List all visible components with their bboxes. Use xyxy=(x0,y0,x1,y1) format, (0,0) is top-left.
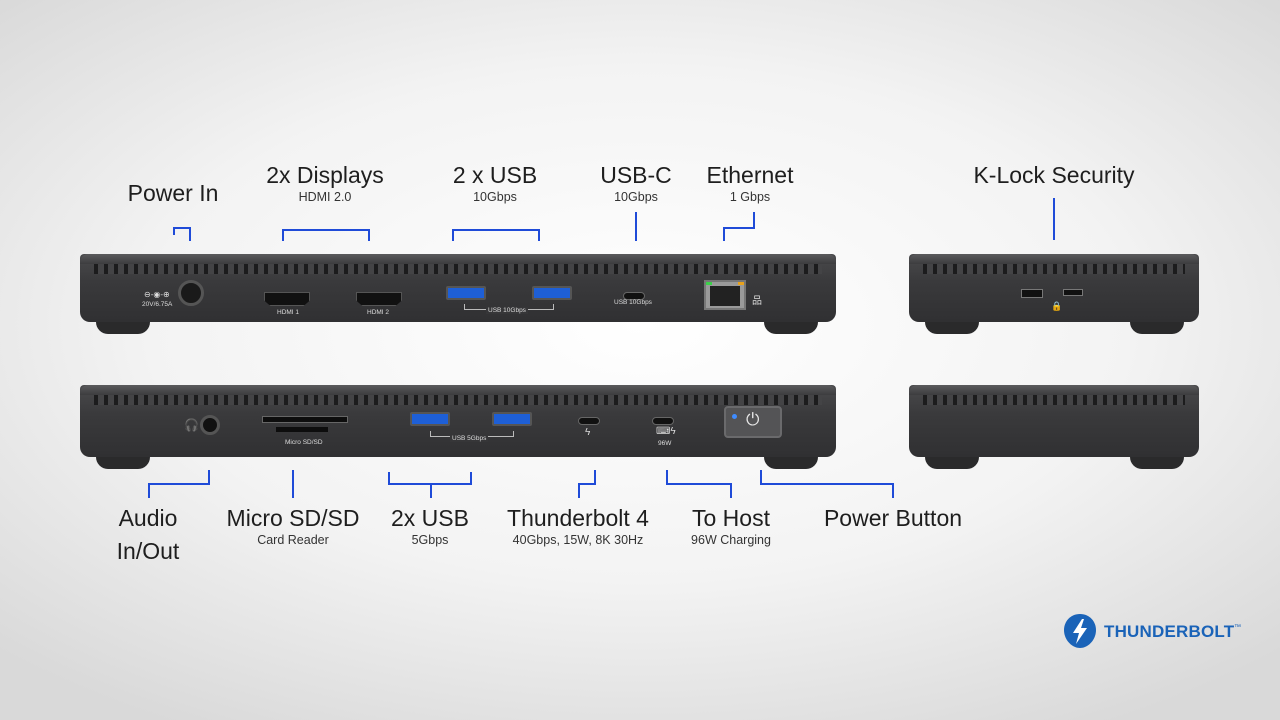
usb-5g-port-2 xyxy=(492,412,532,426)
power-icon: ⏻ xyxy=(746,410,760,429)
power-button[interactable]: ⏻ xyxy=(724,406,782,438)
klock-slot xyxy=(1021,289,1043,298)
usb-10g-port-1 xyxy=(446,286,486,300)
usb-top-title: 2 x USB xyxy=(452,162,538,188)
laptop-charge-icon: ⌨ϟ xyxy=(656,426,676,437)
usb-bottom-title: 2x USB xyxy=(391,505,469,531)
usb-10g-port-2 xyxy=(532,286,572,300)
power-in-title: Power In xyxy=(127,180,219,206)
klock-title: K-Lock Security xyxy=(973,162,1135,188)
network-icon: 品 xyxy=(752,296,762,307)
usb-5g-label: USB 5Gbps xyxy=(450,435,489,442)
usb-10g-label: USB 10Gbps xyxy=(486,307,528,314)
sd-slot xyxy=(262,416,348,423)
dock-rear-panel: ⊖-◉-⊕ 20V/6.75A HDMI 1 HDMI 2 USB 10Gbps… xyxy=(80,254,836,322)
headphone-icon: 🎧 xyxy=(184,418,199,432)
ethernet-port xyxy=(704,280,746,310)
ethernet-sub: 1 Gbps xyxy=(729,190,771,204)
hdmi-2-label: HDMI 2 xyxy=(367,309,390,316)
hdmi-1-label: HDMI 1 xyxy=(277,309,300,316)
host-port xyxy=(652,417,674,425)
dock-side-panel xyxy=(909,385,1199,457)
usbc-10g-label: USB 10Gbps xyxy=(614,299,652,306)
sd-title: Micro SD/SD xyxy=(226,505,360,531)
thunderbolt-port xyxy=(578,417,600,425)
audio-title-line1: Audio xyxy=(118,505,178,531)
ethernet-title: Ethernet xyxy=(706,162,794,188)
dc-symbol-icon: ⊖-◉-⊕ xyxy=(144,290,170,299)
dock-front-panel: 🎧 Micro SD/SD USB 5Gbps ϟ ⌨ϟ 96W ⏻ xyxy=(80,385,836,457)
thunderbolt-logo-icon xyxy=(1064,614,1096,648)
to-host-sub: 96W Charging xyxy=(691,533,771,547)
usb-top-sub: 10Gbps xyxy=(473,190,517,204)
usbc-10g-port xyxy=(623,292,645,300)
usb-bottom-sub: 5Gbps xyxy=(411,533,449,547)
hdmi-1-port xyxy=(264,292,310,306)
usb-5g-port-1 xyxy=(410,412,450,426)
thunderbolt-small-icon: ϟ xyxy=(585,427,591,438)
displays-title: 2x Displays xyxy=(266,162,384,188)
dc-rating-label: 20V/6.75A xyxy=(142,301,173,308)
thunderbolt-logo-tm: ™ xyxy=(1234,624,1241,631)
thunderbolt-title: Thunderbolt 4 xyxy=(507,505,649,531)
usbc-title: USB-C xyxy=(600,162,672,188)
hdmi-2-port xyxy=(356,292,402,306)
thunderbolt-logo-text: THUNDERBOLT xyxy=(1104,622,1235,641)
host-watts-label: 96W xyxy=(658,440,672,447)
sd-slot-label: Micro SD/SD xyxy=(285,439,323,446)
dc-power-port xyxy=(178,280,204,306)
dock-side-panel-lock: 🔒 xyxy=(909,254,1199,322)
klock-slot-2 xyxy=(1063,289,1083,296)
audio-jack xyxy=(200,415,220,435)
sd-sub: Card Reader xyxy=(257,533,329,547)
microsd-slot xyxy=(276,427,328,432)
power-button-title: Power Button xyxy=(823,505,963,531)
thunderbolt-sub: 40Gbps, 15W, 8K 30Hz xyxy=(512,533,644,547)
usbc-sub: 10Gbps xyxy=(614,190,658,204)
audio-title-line2: In/Out xyxy=(116,538,180,564)
thunderbolt-logo: THUNDERBOLT ™ xyxy=(1062,612,1252,652)
to-host-title: To Host xyxy=(692,505,770,531)
displays-sub: HDMI 2.0 xyxy=(298,190,352,204)
lock-icon: 🔒 xyxy=(1051,301,1063,311)
